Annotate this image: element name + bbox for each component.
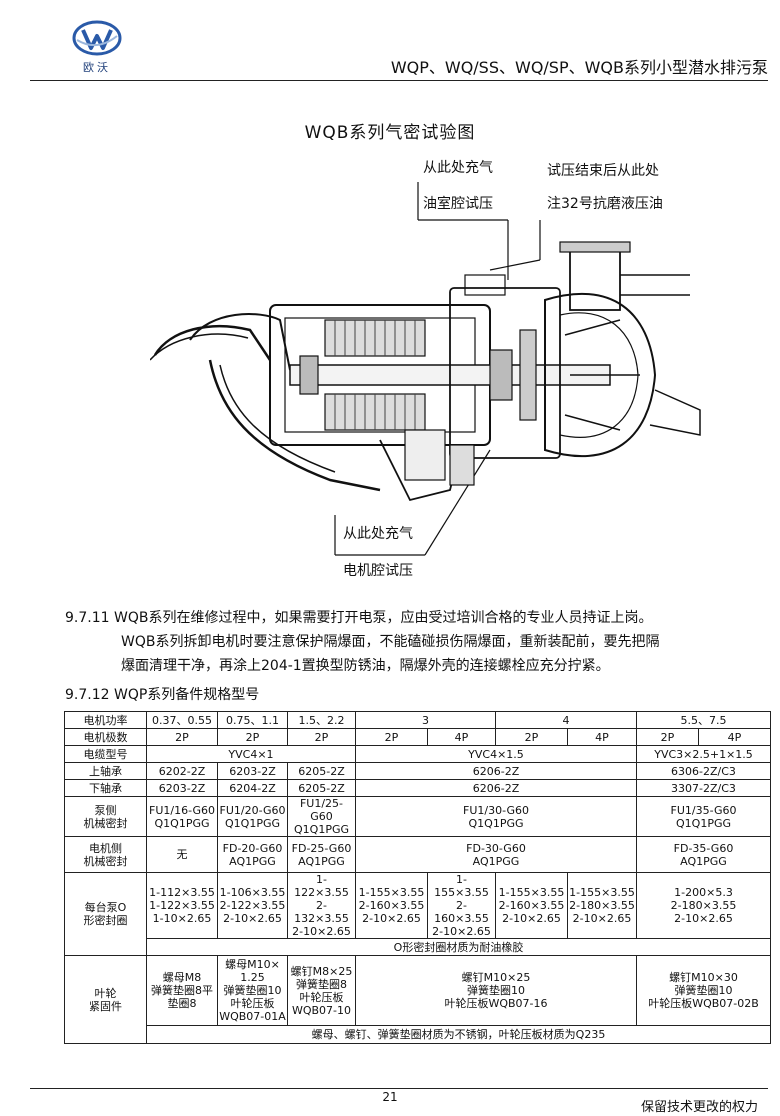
figure-title: WQB系列气密试验图 bbox=[304, 123, 476, 143]
cell: 1-155×3.55 2-180×3.55 2-10×2.65 bbox=[567, 872, 637, 939]
cell: 螺母M8 弹簧垫圈8平 垫圈8 bbox=[146, 955, 218, 1026]
section-9-7-11-line1: 9.7.11 WQB系列在维修过程中，如果需要打开电泵，应由受过培训合格的专业人… bbox=[65, 610, 653, 626]
row-motor-poles: 电机极数 2P 2P 2P 2P 4P 2P 4P 2P 4P bbox=[64, 728, 771, 746]
cell: 1-155×3.55 2-160×3.55 2-10×2.65 bbox=[355, 872, 428, 939]
row-motor-side-seal: 电机侧 机械密封 无 FD-20-G60 AQ1PGG FD-25-G60 AQ… bbox=[64, 836, 771, 873]
row-o-ring-note: O形密封圈材质为耐油橡胶 bbox=[65, 938, 771, 956]
cell: 6202-2Z bbox=[146, 762, 218, 780]
row-o-ring: 每台泵O 形密封圈 1-112×3.55 1-122×3.55 1-10×2.6… bbox=[64, 872, 771, 956]
cell: 2P bbox=[495, 728, 568, 746]
page-number: 21 bbox=[382, 1090, 398, 1104]
row-lower-bearing: 下轴承 6203-2Z 6204-2Z 6205-2Z 6206-2Z 3307… bbox=[64, 779, 771, 797]
cell: 螺母M10× 1.25 弹簧垫圈10 叶轮压板 WQB07-01A bbox=[217, 955, 288, 1026]
spare-parts-table: 电机功率 0.37、0.55 0.75、1.1 1.5、2.2 3 4 5.5、… bbox=[64, 711, 771, 1044]
cell: 5.5、7.5 bbox=[636, 711, 771, 729]
cell: 螺钉M8×25 弹簧垫圈8 叶轮压板 WQB07-10 bbox=[287, 955, 356, 1026]
cell: FD-20-G60 AQ1PGG bbox=[217, 836, 288, 873]
cell: FD-30-G60 AQ1PGG bbox=[355, 836, 637, 873]
cell-header: 叶轮 紧固件 bbox=[64, 955, 147, 1044]
cell: FD-35-G60 AQ1PGG bbox=[636, 836, 771, 873]
cell-header: 电机功率 bbox=[64, 711, 147, 729]
cell: 6203-2Z bbox=[146, 779, 218, 797]
cell: 螺钉M10×30 弹簧垫圈10 叶轮压板WQB07-02B bbox=[636, 955, 771, 1026]
label-motor-chamber-test: 电机腔试压 bbox=[343, 563, 413, 579]
cell: FU1/35-G60 Q1Q1PGG bbox=[636, 796, 771, 837]
cell: FU1/16-G60 Q1Q1PGG bbox=[146, 796, 218, 837]
cell: 6204-2Z bbox=[217, 779, 288, 797]
pump-cross-section-diagram bbox=[150, 182, 701, 556]
cell: FD-25-G60 AQ1PGG bbox=[287, 836, 356, 873]
cell: YVC4×1 bbox=[146, 745, 356, 763]
cell: FU1/25-G60 Q1Q1PGG bbox=[287, 796, 356, 837]
cell: 2P bbox=[217, 728, 288, 746]
cell-header: 每台泵O 形密封圈 bbox=[64, 872, 147, 956]
section-9-7-11-line3: 爆面清理干净，再涂上204-1置换型防锈油，隔爆外壳的连接螺栓应充分拧紧。 bbox=[121, 658, 610, 674]
cell: 1-112×3.55 1-122×3.55 1-10×2.65 bbox=[146, 872, 218, 939]
cell: 无 bbox=[146, 836, 218, 873]
row-pump-side-seal: 泵侧 机械密封 FU1/16-G60 Q1Q1PGG FU1/20-G60 Q1… bbox=[64, 796, 771, 837]
cell: YVC4×1.5 bbox=[355, 745, 637, 763]
cell: 2P bbox=[355, 728, 428, 746]
cell-header: 电机侧 机械密封 bbox=[64, 836, 147, 873]
cell: 6205-2Z bbox=[287, 762, 356, 780]
section-9-7-11: 9.7.11 WQB系列在维修过程中，如果需要打开电泵，应由受过培训合格的专业人… bbox=[65, 606, 771, 678]
header-title: WQP、WQ/SS、WQ/SP、WQB系列小型潜水排污泵 bbox=[390, 58, 768, 77]
label-fill-oil: 注32号抗磨液压油 bbox=[547, 196, 663, 212]
company-logo-icon bbox=[72, 20, 122, 56]
label-after-test: 试压结束后从此处 bbox=[547, 163, 659, 179]
row-upper-bearing: 上轴承 6202-2Z 6203-2Z 6205-2Z 6206-2Z 6306… bbox=[64, 762, 771, 780]
cell: 1.5、2.2 bbox=[287, 711, 356, 729]
cell: FU1/30-G60 Q1Q1PGG bbox=[355, 796, 637, 837]
label-air-inlet-bottom: 从此处充气 bbox=[343, 526, 413, 542]
row-motor-power: 电机功率 0.37、0.55 0.75、1.1 1.5、2.2 3 4 5.5、… bbox=[64, 711, 771, 729]
label-oil-chamber-test: 油室腔试压 bbox=[423, 196, 493, 212]
cell: 4 bbox=[495, 711, 637, 729]
cell: 2P bbox=[287, 728, 356, 746]
cell: 6206-2Z bbox=[355, 779, 637, 797]
cell: 螺钉M10×25 弹簧垫圈10 叶轮压板WQB07-16 bbox=[355, 955, 637, 1026]
cell-header: 电缆型号 bbox=[64, 745, 147, 763]
cell: 3307-2Z/C3 bbox=[636, 779, 771, 797]
cell: 6205-2Z bbox=[287, 779, 356, 797]
cell: 2P bbox=[146, 728, 218, 746]
cell: 2P bbox=[636, 728, 699, 746]
cell: 1-200×5.3 2-180×3.55 2-10×2.65 bbox=[636, 872, 771, 939]
header-divider bbox=[30, 80, 768, 81]
cell: YVC3×2.5+1×1.5 bbox=[636, 745, 771, 763]
cell: 1-155×3.55 2-160×3.55 2-10×2.65 bbox=[495, 872, 568, 939]
logo-text: 欧沃 bbox=[83, 61, 111, 74]
cell: FU1/20-G60 Q1Q1PGG bbox=[217, 796, 288, 837]
section-9-7-11-line2: WQB系列拆卸电机时要注意保护隔爆面，不能磕碰损伤隔爆面，重新装配前，要先把隔 bbox=[121, 634, 660, 650]
footer-note: 保留技术更改的权力 bbox=[640, 1100, 758, 1115]
cell-header: 上轴承 bbox=[64, 762, 147, 780]
row-cable-type: 电缆型号 YVC4×1 YVC4×1.5 YVC3×2.5+1×1.5 bbox=[64, 745, 771, 763]
cell-note: 螺母、螺钉、弹簧垫圈材质为不锈钢，叶轮压板材质为Q235 bbox=[146, 1025, 771, 1044]
cell: 1-122×3.55 2-132×3.55 2-10×2.65 bbox=[287, 872, 356, 939]
cell-header: 电机极数 bbox=[64, 728, 147, 746]
cell: 6206-2Z bbox=[355, 762, 637, 780]
cell: 6306-2Z/C3 bbox=[636, 762, 771, 780]
label-air-inlet-top: 从此处充气 bbox=[423, 160, 493, 176]
cell: 4P bbox=[698, 728, 771, 746]
row-fastener-note: 螺母、螺钉、弹簧垫圈材质为不锈钢，叶轮压板材质为Q235 bbox=[65, 1025, 771, 1044]
cell: 1-106×3.55 2-122×3.55 2-10×2.65 bbox=[217, 872, 288, 939]
company-logo: 欧沃 bbox=[62, 18, 132, 82]
cell-note: O形密封圈材质为耐油橡胶 bbox=[146, 938, 771, 956]
cell-header: 泵侧 机械密封 bbox=[64, 796, 147, 837]
cell-header: 下轴承 bbox=[64, 779, 147, 797]
cell: 4P bbox=[427, 728, 496, 746]
footer-divider bbox=[30, 1088, 768, 1089]
cell: 0.75、1.1 bbox=[217, 711, 288, 729]
cell: 6203-2Z bbox=[217, 762, 288, 780]
cell: 1-155×3.55 2-160×3.55 2-10×2.65 bbox=[427, 872, 496, 939]
cell: 0.37、0.55 bbox=[146, 711, 218, 729]
cell: 4P bbox=[567, 728, 637, 746]
row-impeller-fastener: 叶轮 紧固件 螺母M8 弹簧垫圈8平 垫圈8 螺母M10× 1.25 弹簧垫圈1… bbox=[64, 955, 771, 1044]
cell: 3 bbox=[355, 711, 496, 729]
section-9-7-12-title: 9.7.12 WQP系列备件规格型号 bbox=[65, 687, 260, 703]
